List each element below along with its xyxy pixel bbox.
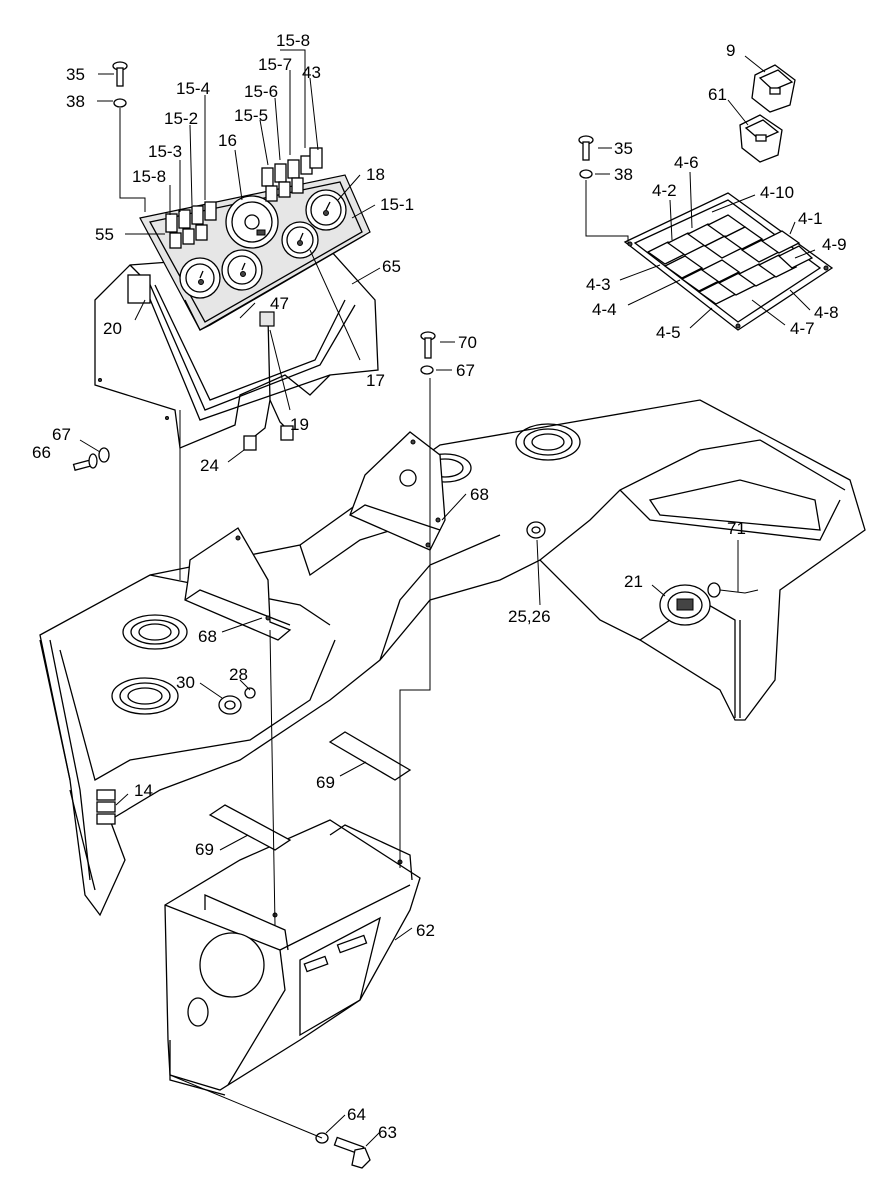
gauge-center xyxy=(221,249,263,291)
callout-35: 35 xyxy=(66,65,85,84)
callout-61: 61 xyxy=(708,85,727,104)
callout-71: 71 xyxy=(727,519,746,538)
pedestal-62 xyxy=(164,819,421,1096)
callout-16: 16 xyxy=(218,131,237,150)
callout-15-3: 15-3 xyxy=(148,142,182,161)
callout-4-2: 4-2 xyxy=(652,181,677,200)
callout-68: 68 xyxy=(470,485,489,504)
callout-4-4: 4-4 xyxy=(592,300,617,319)
rocker-switch-9 xyxy=(751,64,796,113)
callout-19: 19 xyxy=(290,415,309,434)
switch-row-right xyxy=(261,147,323,202)
speaker-grille-left-upper xyxy=(122,614,188,650)
callout-4-1: 4-1 xyxy=(798,209,823,228)
callout-4-8: 4-8 xyxy=(814,303,839,322)
gauge-18 xyxy=(305,189,347,231)
callout-20: 20 xyxy=(103,319,122,338)
callout-24: 24 xyxy=(200,456,219,475)
knob-30 xyxy=(218,695,242,715)
screw-70 xyxy=(420,331,436,359)
callout-15-2: 15-2 xyxy=(164,109,198,128)
washer-38-right xyxy=(579,169,593,179)
callout-15-1: 15-1 xyxy=(380,195,414,214)
screw-35-left xyxy=(112,61,128,87)
callout-38: 38 xyxy=(66,92,85,111)
gauge-17 xyxy=(281,221,319,259)
callout-14: 14 xyxy=(134,781,153,800)
callout-4-6: 4-6 xyxy=(674,153,699,172)
washer-38-left xyxy=(113,98,127,108)
gauge-16 xyxy=(225,195,279,249)
power-socket-21 xyxy=(659,582,759,626)
callout-67: 67 xyxy=(456,361,475,380)
plate-69-lower xyxy=(208,804,292,851)
leader-lines xyxy=(79,49,816,1147)
instrument-cluster-housing xyxy=(94,147,379,451)
callout-15-5: 15-5 xyxy=(234,106,268,125)
bracket-68-left xyxy=(184,527,292,641)
screw-66 xyxy=(72,453,98,472)
callout-69: 69 xyxy=(195,840,214,859)
callout-15-4: 15-4 xyxy=(176,79,210,98)
washer-67-right xyxy=(420,365,434,375)
callout-25-26: 25,26 xyxy=(508,607,551,626)
switch-panel-4-1 xyxy=(623,192,834,331)
speaker-grille-right xyxy=(515,423,581,461)
rocker-switch-61 xyxy=(739,114,783,163)
callout-69: 69 xyxy=(316,773,335,792)
callout-70: 70 xyxy=(458,333,477,352)
wire-harness-19 xyxy=(243,311,294,451)
indicator-28 xyxy=(244,687,256,699)
callout-4-9: 4-9 xyxy=(822,235,847,254)
callout-63: 63 xyxy=(378,1123,397,1142)
callout-30: 30 xyxy=(176,673,195,692)
plate-69-upper xyxy=(328,731,412,781)
callout-43: 43 xyxy=(302,63,321,82)
callout-68: 68 xyxy=(198,627,217,646)
callout-66: 66 xyxy=(32,443,51,462)
callout-4-3: 4-3 xyxy=(586,275,611,294)
callout-18: 18 xyxy=(366,165,385,184)
callout-15-7: 15-7 xyxy=(258,55,292,74)
callout-35: 35 xyxy=(614,139,633,158)
callout-15-6: 15-6 xyxy=(244,82,278,101)
callout-4-10: 4-10 xyxy=(760,183,794,202)
callout-21: 21 xyxy=(624,572,643,591)
bracket-68-center xyxy=(349,431,446,551)
callout-55: 55 xyxy=(95,225,114,244)
callout-labels: 35 38 15-8 15-7 43 15-6 15-5 15-4 15-2 1… xyxy=(32,31,847,1142)
callout-67: 67 xyxy=(52,425,71,444)
callout-15-8: 15-8 xyxy=(132,167,166,186)
callout-15-8: 15-8 xyxy=(276,31,310,50)
callout-17: 17 xyxy=(366,371,385,390)
callout-4-7: 4-7 xyxy=(790,319,815,338)
gauge-left xyxy=(179,257,221,299)
callout-64: 64 xyxy=(347,1105,366,1124)
callout-28: 28 xyxy=(229,665,248,684)
switch-row-left xyxy=(165,201,217,249)
speaker-grille-left-lower xyxy=(111,677,179,715)
switch-25-26 xyxy=(526,521,546,539)
callout-47: 47 xyxy=(270,294,289,313)
washer-67-left xyxy=(98,447,110,463)
dashboard-body xyxy=(39,399,866,917)
callout-9: 9 xyxy=(726,41,735,60)
callout-4-5: 4-5 xyxy=(656,323,681,342)
rocker-switch-group-14 xyxy=(96,789,116,825)
screw-35-right xyxy=(578,135,594,161)
callout-62: 62 xyxy=(416,921,435,940)
bolt-63 xyxy=(333,1136,371,1169)
callout-65: 65 xyxy=(382,257,401,276)
side-clip xyxy=(127,274,151,304)
callout-38: 38 xyxy=(614,165,633,184)
